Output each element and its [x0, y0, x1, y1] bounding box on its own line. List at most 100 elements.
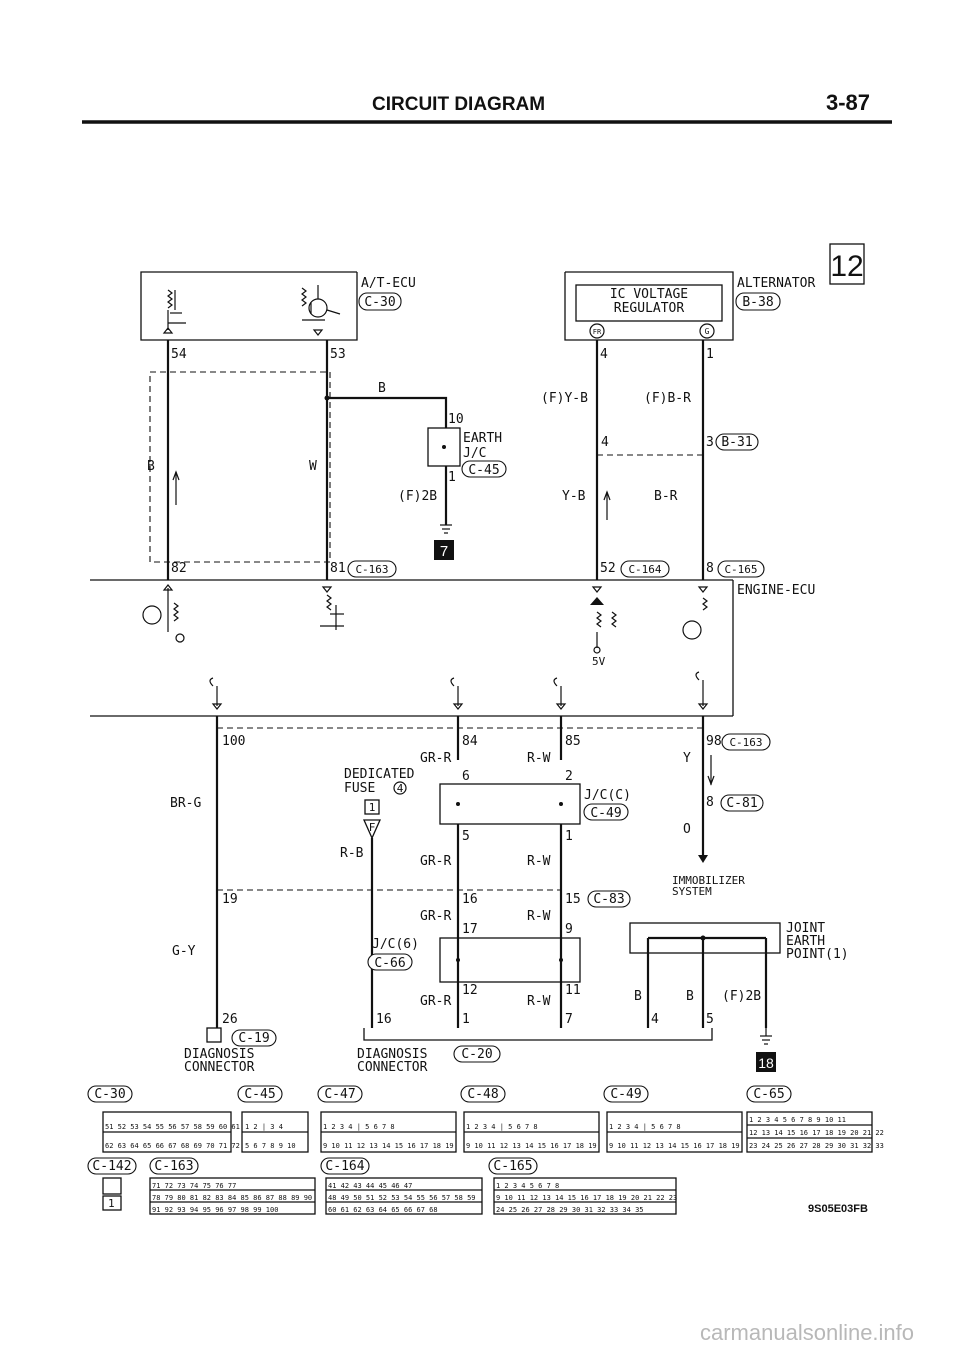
- conn-ref-c164-text: C-164: [628, 563, 661, 576]
- wire-color-f2b2: (F)2B: [722, 989, 761, 1004]
- resistor-icon: [596, 611, 602, 628]
- diag-left-label-1: DIAGNOSIS: [184, 1047, 254, 1062]
- signal-arrow-icon: [707, 775, 715, 786]
- pin-10: 10: [448, 412, 464, 427]
- wire-color-rw4: R-W: [527, 994, 551, 1009]
- resistor-icon: [173, 602, 179, 622]
- diag-left-label-2: CONNECTOR: [184, 1060, 255, 1075]
- diag-left-ref-badge: [231, 1029, 277, 1047]
- wire-color-grr2: GR-R: [420, 854, 451, 869]
- conn-ref-c163b: [721, 733, 771, 751]
- fuse-label-1: DEDICATED: [344, 767, 415, 782]
- connector-c165-pins: 1 2 3 4 5 6 7 8 9 10 11 12 13 14 15 16 1…: [493, 1177, 677, 1215]
- diode-icon: [590, 597, 604, 605]
- earth-jc-label-1: EARTH: [463, 431, 502, 446]
- section-badge-text: 12: [830, 250, 863, 283]
- resistor-icon: [702, 597, 708, 611]
- c30-row2: 62 63 64 65 66 67 68 69 70 71 72: [105, 1142, 240, 1150]
- pin-11: 11: [565, 983, 581, 998]
- fuse-number: 4: [397, 782, 404, 795]
- conn-view-c45: C-45: [244, 1087, 275, 1102]
- terminal-arrow-icon: [452, 703, 464, 710]
- pin-1a: 1: [448, 470, 456, 485]
- connector-c30-pins: 51 52 53 54 55 56 57 58 59 60 61 62 63 6…: [102, 1111, 240, 1153]
- c163-row2: 78 79 80 81 82 83 84 85 86 87 88 89 90: [152, 1194, 312, 1202]
- c65-row1: 1 2 3 4 5 6 7 8 9 10 11: [749, 1116, 846, 1124]
- pin-1b: 1: [706, 347, 714, 362]
- earth-jc-ref-badge: [461, 460, 507, 478]
- ground-icon: [760, 1028, 772, 1045]
- earth-badge-18-text: 18: [758, 1055, 774, 1071]
- transistor-icon: [142, 605, 162, 625]
- wire-color-grr1: GR-R: [420, 751, 451, 766]
- jc-c-ref-badge: [583, 803, 629, 821]
- pin-54: 54: [171, 347, 187, 362]
- wire-color-brg: BR-G: [170, 796, 201, 811]
- pin-16b: 16: [376, 1012, 392, 1027]
- wire-color-b2: B: [378, 381, 386, 396]
- fuse-letter: F: [369, 821, 376, 834]
- wire-color-b4: B: [686, 989, 694, 1004]
- wire-color-grr3: GR-R: [420, 909, 451, 924]
- joint-earth-label-2: EARTH: [786, 934, 825, 949]
- c47-row1: 1 2 3 4 | 5 6 7 8: [323, 1123, 395, 1131]
- conn-view-c164: C-164: [325, 1159, 364, 1174]
- pin-5b: 5: [706, 1012, 714, 1027]
- pin-4a: 4: [600, 347, 608, 362]
- conn-ref-c165: [717, 560, 765, 578]
- pin-85: 85: [565, 734, 581, 749]
- connector-c142-pins: 1: [102, 1177, 122, 1211]
- pin-53: 53: [330, 347, 346, 362]
- fuse-sub: 1: [369, 801, 376, 814]
- alternator-ref-badge: [735, 292, 781, 311]
- wire-color-yb: Y-B: [562, 489, 586, 504]
- jc-6-ref-badge: [367, 953, 413, 971]
- pin-82: 82: [171, 561, 187, 576]
- at-ecu-ref: C-30: [364, 295, 395, 310]
- c163-row1: 71 72 73 74 75 76 77: [152, 1182, 236, 1190]
- alternator-label: ALTERNATOR: [737, 276, 815, 291]
- ic-regulator-label-2: REGULATOR: [614, 301, 685, 316]
- conn-ref-c163: [347, 560, 397, 578]
- jc-6-ref: C-66: [374, 956, 405, 971]
- pin-26: 26: [222, 1012, 238, 1027]
- resistor-icon: [611, 611, 617, 628]
- diag-left-ref: C-19: [238, 1031, 269, 1046]
- resistor-icon: [326, 594, 332, 611]
- wire-color-w: W: [309, 459, 317, 474]
- pin-4c: 4: [651, 1012, 659, 1027]
- conn-view-c49: C-49: [610, 1087, 641, 1102]
- alternator-ref: B-38: [742, 295, 773, 310]
- signal-arrow-icon: [172, 470, 180, 481]
- at-ecu-label: A/T-ECU: [361, 276, 416, 291]
- conn-ref-c81-text: C-81: [726, 796, 757, 811]
- jc-6-box: [439, 937, 581, 983]
- terminal-fr: FR: [593, 328, 602, 336]
- conn-ref-c83-text: C-83: [593, 892, 624, 907]
- pin-17: 17: [462, 922, 478, 937]
- conn-view-c48: C-48: [467, 1087, 498, 1102]
- joint-earth-label-3: POINT(1): [786, 947, 849, 962]
- pin-16a: 16: [462, 892, 478, 907]
- wire-color-o: O: [683, 822, 691, 837]
- wire-color-b3: B: [634, 989, 642, 1004]
- c142-row1: 1: [108, 1197, 115, 1210]
- 5v-label: 5V: [592, 655, 606, 668]
- ic-regulator-box: [575, 284, 723, 322]
- wire-color-rw3: R-W: [527, 909, 551, 924]
- conn-ref-c163b-text: C-163: [729, 736, 762, 749]
- wire-color-f2b: (F)2B: [398, 489, 437, 504]
- engine-ecu-label: ENGINE-ECU: [737, 583, 815, 598]
- pin-6: 6: [462, 769, 470, 784]
- at-ecu-ref-badge: [358, 292, 402, 311]
- conn-ref-c164: [620, 560, 670, 578]
- terminal-arrow-icon: [211, 703, 223, 710]
- pin-4b: 4: [601, 435, 609, 450]
- immobilizer-label-2: SYSTEM: [672, 885, 712, 898]
- terminal-arrow-icon: [312, 329, 324, 336]
- jc-c-ref: C-49: [590, 806, 621, 821]
- conn-view-c65: C-65: [753, 1087, 784, 1102]
- diag-mid-ref-badge: [453, 1045, 501, 1063]
- earth-badge-7: [434, 540, 454, 560]
- earth-jc-label-2: J/C: [463, 446, 486, 461]
